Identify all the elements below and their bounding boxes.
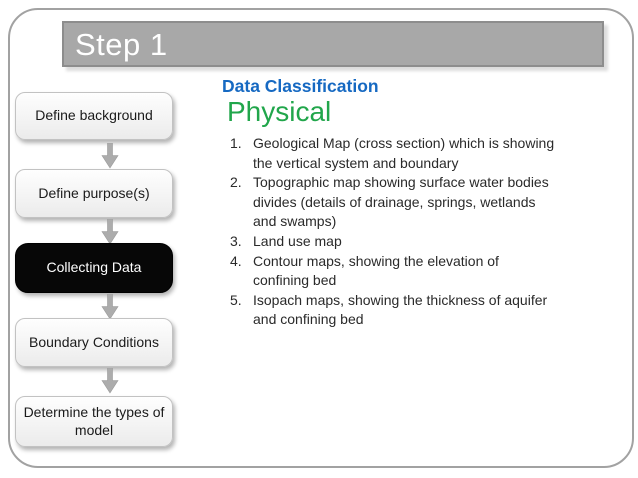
list-item-number: 2. [230,174,242,191]
flow-step-determine-model-types: Determine the types of model [15,396,173,447]
flow-step-boundary-conditions: Boundary Conditions [15,318,173,367]
list-item: 1. Geological Map (cross section) which … [230,134,554,173]
list-item-text: Land use map [253,232,342,252]
content-heading: Data Classification [222,76,379,96]
flow-step-define-purposes: Define purpose(s) [15,169,173,218]
flow-step-define-background: Define background [15,92,173,140]
list-item-line: the vertical system and boundary [253,154,459,171]
arrow-down-icon [101,219,119,245]
slide-title-bar: Step 1 [62,21,604,67]
list-item-line: and confining bed [253,311,364,328]
list-item-line: Topographic map showing surface water bo… [253,174,549,191]
flow-step-label: Determine the types of model [23,404,165,438]
list-item: 4. Contour maps, showing the elevation o… [230,252,554,291]
list-item-number: 5. [230,291,242,308]
list-item-number: 3. [230,232,242,249]
arrow-down-icon [101,294,119,320]
list-item-number: 1. [230,135,242,151]
list-item-line: confining bed [253,272,337,289]
slide-frame-border [8,8,634,468]
list-item-line: Land use map [253,232,342,249]
list-item-text: Topographic map showing surface water bo… [253,173,549,232]
flow-step-collecting-data: Collecting Data [15,243,173,293]
arrow-down-icon [101,143,119,169]
flow-step-label: Collecting Data [46,259,142,276]
list-item-line: divides (details of drainage, springs, w… [253,193,536,210]
arrow-down-icon [101,368,119,394]
list-item-text: Isopach maps, showing the thickness of a… [253,291,547,330]
list-item-number: 4. [230,252,242,269]
list-item: 2. Topographic map showing surface water… [230,173,554,232]
list-item: 5. Isopach maps, showing the thickness o… [230,291,554,330]
flow-step-label: Define purpose(s) [38,184,150,201]
content-subheading: Physical [227,96,332,127]
list-item: 3. Land use map [230,232,554,252]
list-item-text: Contour maps, showing the elevation of c… [253,252,499,291]
flow-step-label: Define background [35,107,153,124]
flow-step-label: Boundary Conditions [29,333,159,350]
list-item-line: Geological Map (cross section) which is … [253,135,555,151]
physical-data-list: 1. Geological Map (cross section) which … [230,134,554,330]
slide-title: Step 1 [75,26,168,62]
list-item-text: Geological Map (cross section) which is … [253,134,554,173]
list-item-line: and swamps) [253,213,337,230]
list-item-line: Isopach maps, showing the thickness of a… [253,291,548,308]
list-item-line: Contour maps, showing the elevation of [253,252,499,269]
